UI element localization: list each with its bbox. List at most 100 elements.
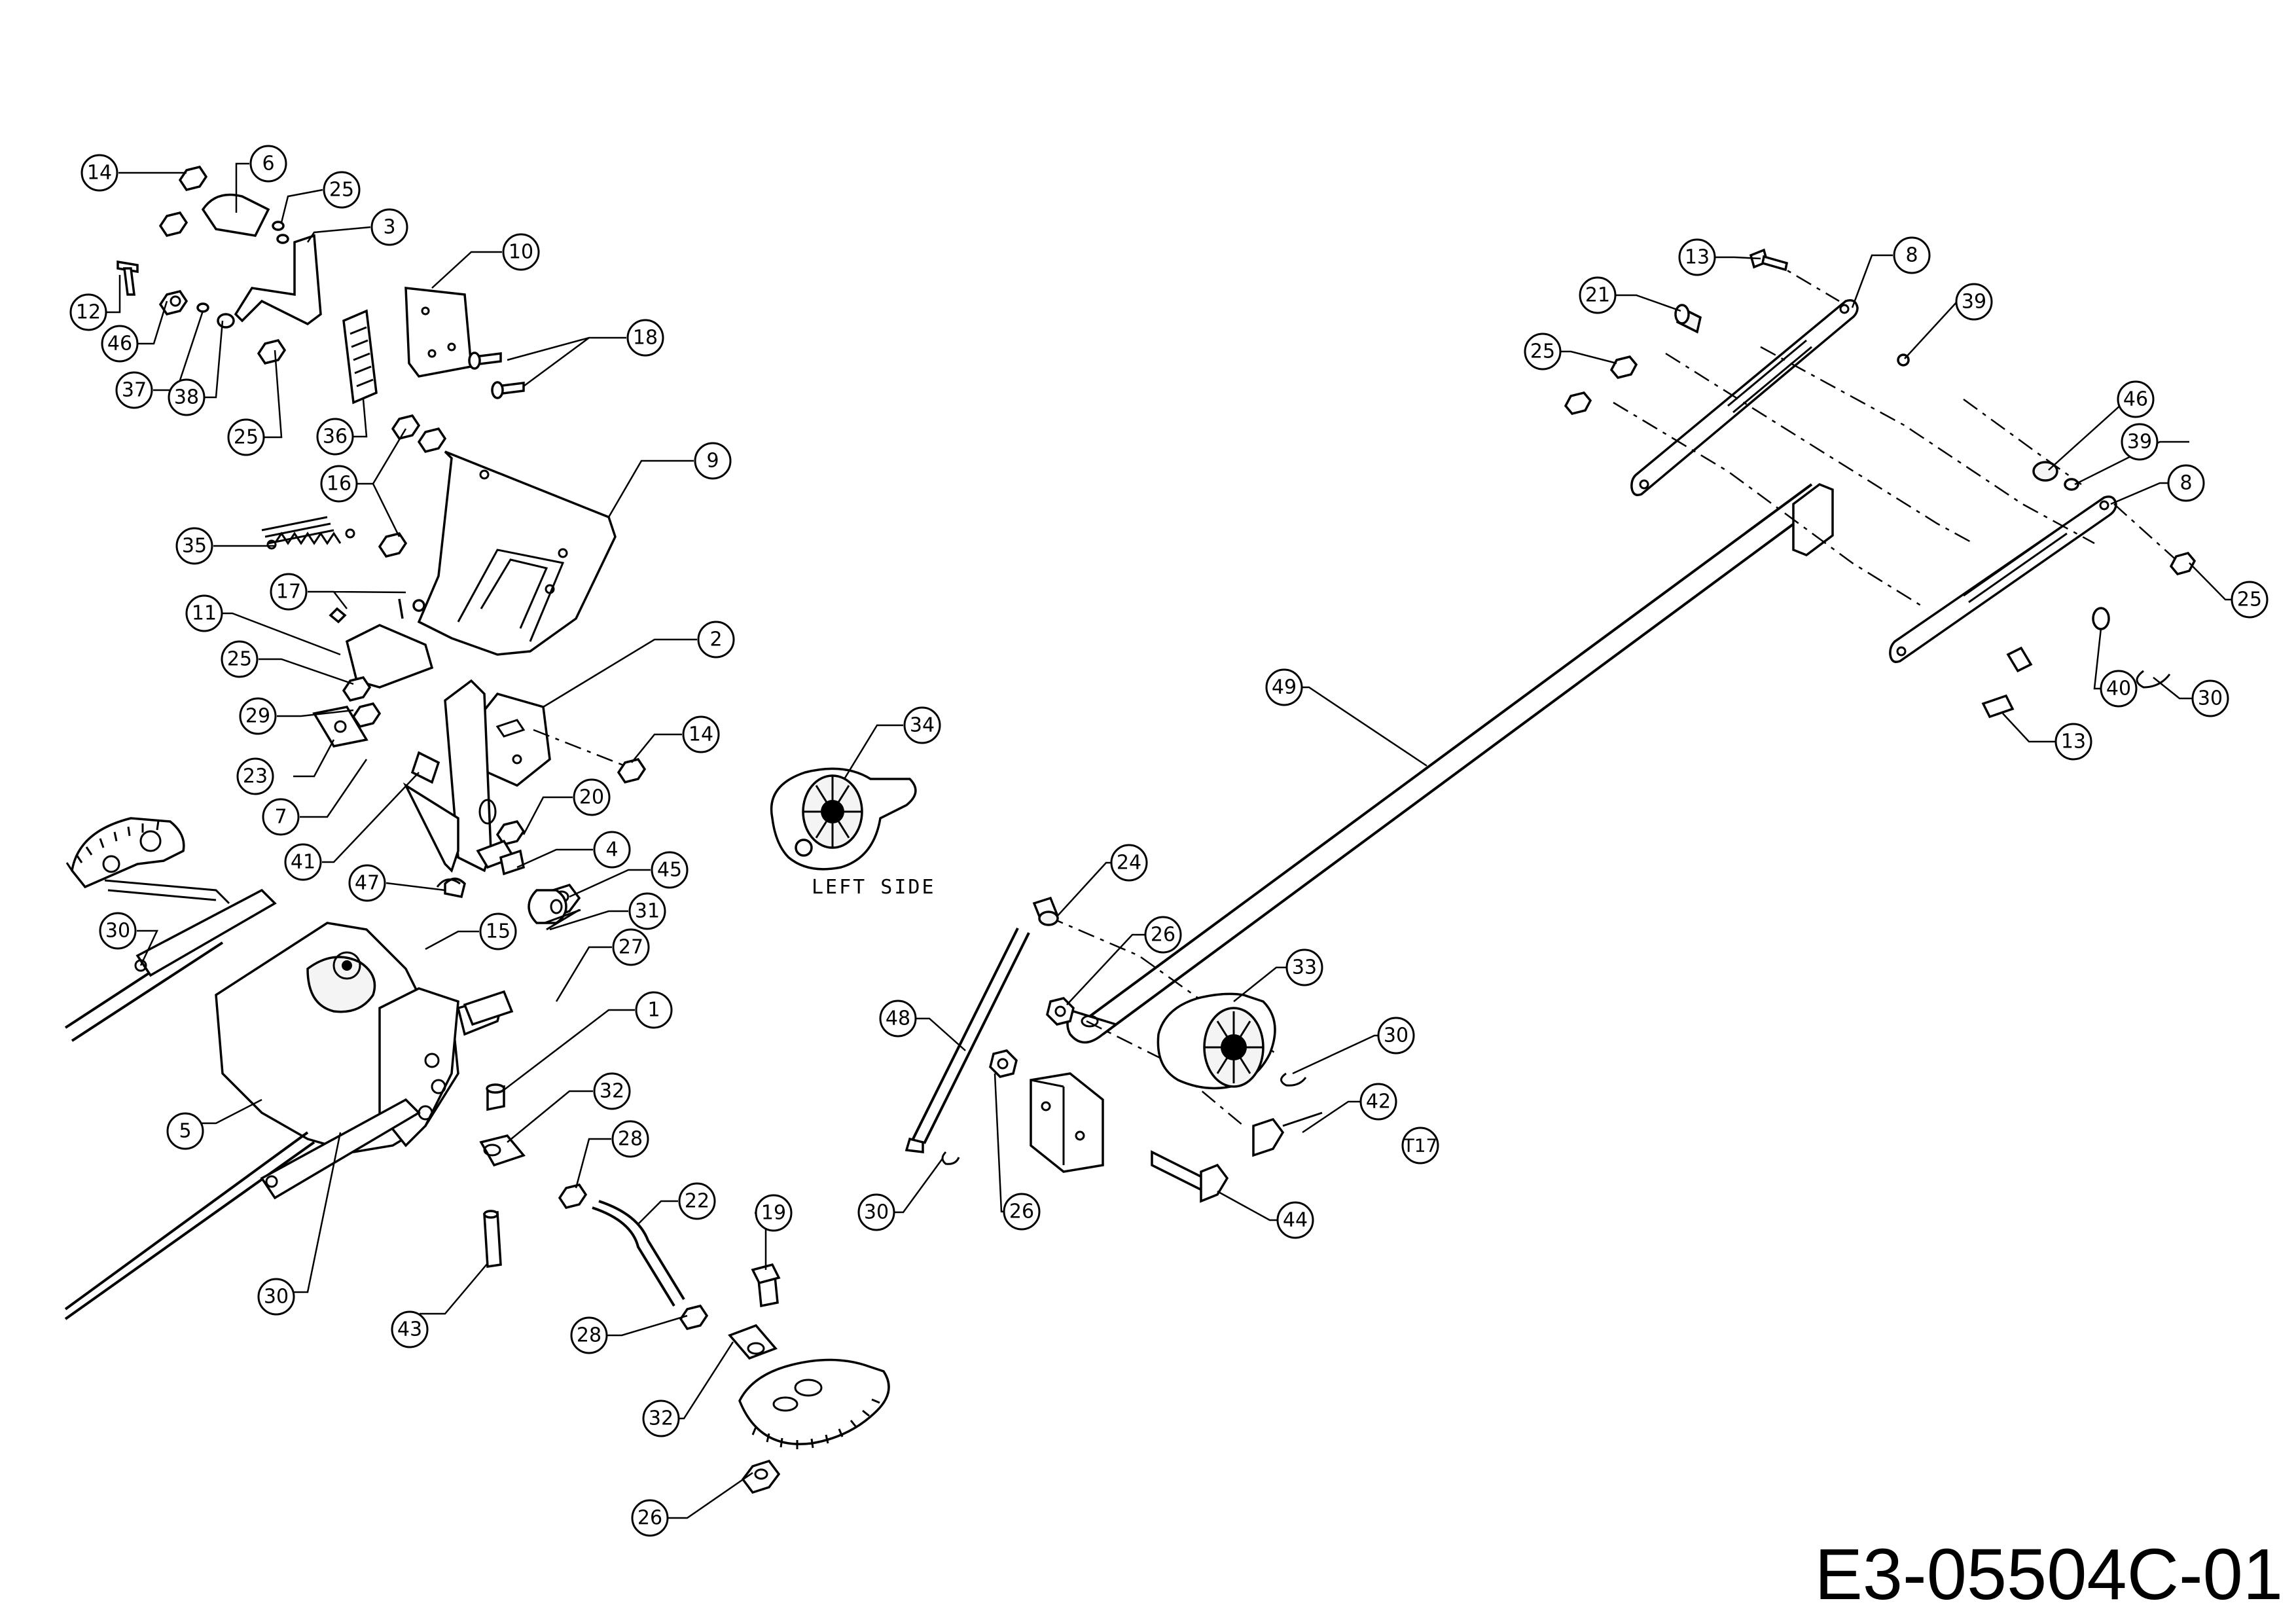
callout-49: 49 xyxy=(1265,668,1303,706)
svg-text:45: 45 xyxy=(657,859,682,882)
svg-text:15: 15 xyxy=(486,920,511,943)
svg-text:12: 12 xyxy=(76,301,101,324)
callout-47: 47 xyxy=(348,864,386,902)
svg-text:18: 18 xyxy=(633,327,658,350)
roller-mount-33 xyxy=(1157,992,1276,1090)
svg-text:40: 40 xyxy=(2106,677,2131,700)
svg-text:25: 25 xyxy=(227,648,252,671)
callout-7: 7 xyxy=(262,798,300,836)
callout-43: 43 xyxy=(391,1310,429,1348)
callout-19: 19 xyxy=(755,1194,793,1232)
callout-26-c: 26 xyxy=(1003,1193,1041,1231)
rails-lower-left xyxy=(64,888,421,1320)
svg-text:28: 28 xyxy=(618,1128,643,1151)
svg-text:34: 34 xyxy=(910,714,935,737)
transaxle-assembly-5 xyxy=(215,922,506,1153)
callout-25-a: 25 xyxy=(323,171,361,209)
svg-text:7: 7 xyxy=(274,806,287,829)
svg-text:39: 39 xyxy=(1962,291,1986,314)
svg-text:26: 26 xyxy=(1151,924,1175,947)
callout-t17: T17 xyxy=(1401,1127,1439,1164)
callout-44: 44 xyxy=(1276,1201,1314,1239)
svg-text:8: 8 xyxy=(2179,472,2192,495)
callout-27: 27 xyxy=(612,928,650,966)
svg-text:32: 32 xyxy=(600,1080,624,1103)
callout-21: 21 xyxy=(1579,276,1617,314)
svg-text:21: 21 xyxy=(1585,284,1610,307)
svg-text:25: 25 xyxy=(329,179,354,202)
svg-text:25: 25 xyxy=(1530,340,1555,363)
svg-text:43: 43 xyxy=(397,1318,422,1341)
fasteners-right xyxy=(1564,248,2197,719)
decal-36 xyxy=(342,309,378,405)
callout-5: 5 xyxy=(166,1112,204,1150)
roller-34-left-side xyxy=(770,767,917,871)
callout-10: 10 xyxy=(502,233,540,271)
left-side-label: LEFT SIDE xyxy=(812,876,936,899)
callout-17: 17 xyxy=(270,573,308,611)
svg-text:36: 36 xyxy=(323,425,348,448)
callout-41: 41 xyxy=(284,843,322,881)
drawing-code: E3-05504C-01 xyxy=(1814,1534,2283,1615)
svg-text:1: 1 xyxy=(647,999,660,1022)
bolts-18 xyxy=(468,352,525,399)
callout-37: 37 xyxy=(115,371,153,409)
svg-text:37: 37 xyxy=(122,379,147,402)
link-bar-8-top xyxy=(1630,299,1859,496)
svg-text:11: 11 xyxy=(192,602,217,625)
callout-4: 4 xyxy=(593,831,631,869)
sprocket-upper-left xyxy=(65,817,230,905)
svg-text:33: 33 xyxy=(1292,956,1317,979)
callout-40: 40 xyxy=(2100,670,2138,708)
svg-text:30: 30 xyxy=(1384,1024,1408,1047)
svg-text:38: 38 xyxy=(174,386,199,409)
svg-text:3: 3 xyxy=(383,216,395,239)
svg-text:25: 25 xyxy=(2237,588,2262,611)
svg-text:6: 6 xyxy=(262,153,274,175)
callout-25-c: 25 xyxy=(221,640,259,678)
fasteners-mid xyxy=(436,849,581,924)
sprocket-lower xyxy=(738,1358,890,1449)
callout-6: 6 xyxy=(249,145,287,183)
svg-text:16: 16 xyxy=(327,473,351,496)
callout-28-a: 28 xyxy=(611,1120,649,1158)
svg-text:48: 48 xyxy=(886,1007,910,1030)
callout-46-a: 46 xyxy=(101,325,139,363)
fasteners-upper-left xyxy=(117,166,447,728)
svg-text:13: 13 xyxy=(1685,246,1710,269)
svg-text:42: 42 xyxy=(1366,1091,1391,1113)
parts-drawing xyxy=(64,166,2197,1494)
svg-text:35: 35 xyxy=(182,535,207,558)
callout-46-b: 46 xyxy=(2117,380,2155,418)
callout-29: 29 xyxy=(239,697,277,735)
svg-text:2: 2 xyxy=(709,628,722,651)
svg-text:46: 46 xyxy=(2123,388,2148,411)
svg-text:39: 39 xyxy=(2127,431,2152,454)
svg-text:26: 26 xyxy=(1009,1200,1034,1223)
svg-text:46: 46 xyxy=(107,333,132,355)
callout-36: 36 xyxy=(316,418,354,456)
svg-text:23: 23 xyxy=(243,765,268,788)
callout-22: 22 xyxy=(678,1182,716,1220)
callout-30-c: 30 xyxy=(2191,679,2229,717)
svg-text:20: 20 xyxy=(579,786,604,809)
callout-25-b: 25 xyxy=(227,418,265,456)
callout-30-e: 30 xyxy=(857,1193,895,1231)
callout-32-a: 32 xyxy=(593,1072,631,1110)
link-bar-8-bottom xyxy=(1889,496,2117,663)
svg-text:32: 32 xyxy=(649,1407,673,1430)
callout-18: 18 xyxy=(626,319,664,357)
svg-text:49: 49 xyxy=(1272,676,1297,699)
plate-10 xyxy=(404,287,473,378)
svg-text:25: 25 xyxy=(234,426,259,449)
callout-25-d: 25 xyxy=(1524,333,1562,370)
svg-text:44: 44 xyxy=(1283,1209,1308,1232)
callout-30-a: 30 xyxy=(99,912,137,950)
callout-14-b: 14 xyxy=(682,715,720,753)
callout-33: 33 xyxy=(1285,948,1323,986)
svg-text:13: 13 xyxy=(2061,731,2086,753)
callout-1: 1 xyxy=(635,991,673,1029)
callout-26-b: 26 xyxy=(1144,916,1182,954)
callout-12: 12 xyxy=(69,293,107,331)
callout-42: 42 xyxy=(1359,1083,1397,1121)
